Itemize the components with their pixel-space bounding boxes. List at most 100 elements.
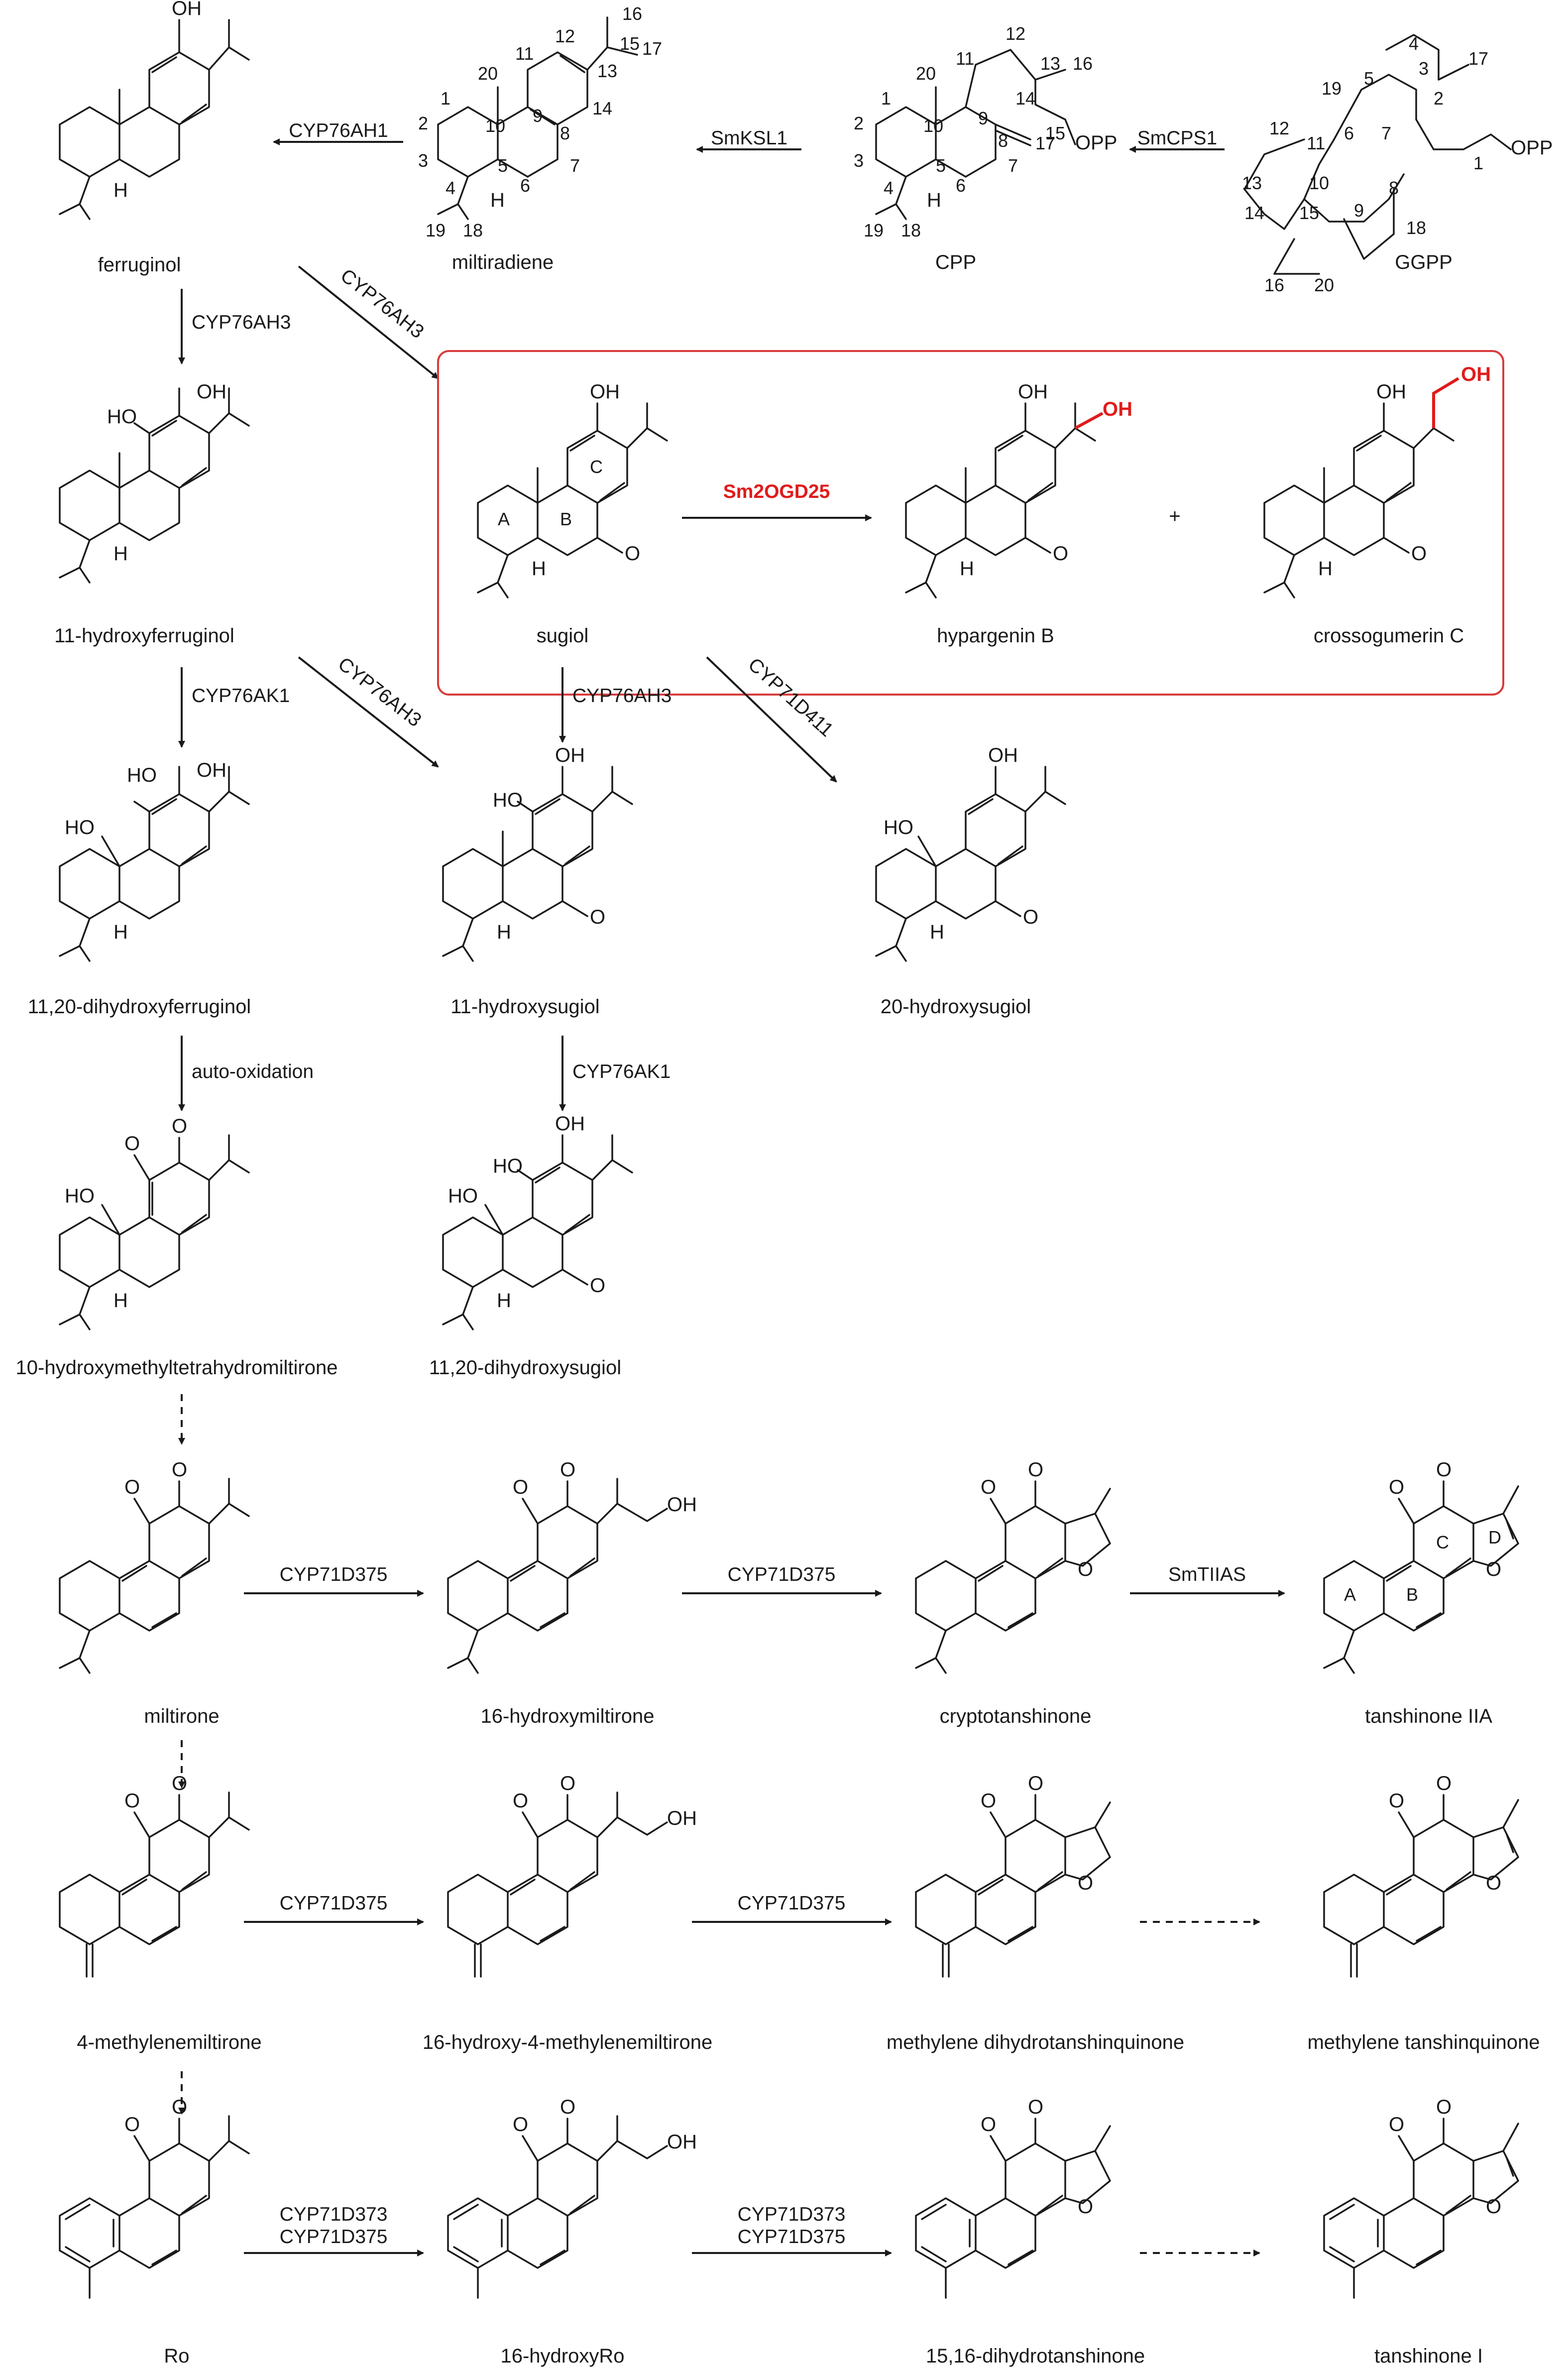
16hm-oh: OH (667, 1494, 697, 1516)
cpp-num-2: 2 (854, 113, 864, 133)
miltiradiene-h: H (490, 189, 505, 211)
11ohs-oh: OH (555, 744, 585, 766)
compound-4-methylenemiltirone: O O 4-methylenemiltirone (59, 1773, 262, 2053)
hypargenin-h: H (960, 558, 974, 580)
11ohf-oh: OH (197, 381, 226, 403)
compound-ggpp: 3 4 5 6 7 8 9 10 11 12 13 14 15 16 20 18… (1242, 33, 1553, 295)
compound-tanshinone-iia: O O O A B C D tanshinone IIA (1323, 1459, 1519, 1727)
1120dhf-h: H (113, 921, 128, 943)
16hm-o1: O (513, 1476, 528, 1498)
ggpp-num-17: 17 (1468, 48, 1488, 69)
ferruginol-oh: OH (172, 0, 202, 19)
16hro-o1: O (513, 2114, 528, 2135)
highlight-box (437, 350, 1504, 696)
milt-num-14: 14 (592, 98, 612, 119)
t2a-ring-a: A (1344, 1584, 1356, 1605)
20ohs-oh: OH (988, 744, 1018, 766)
crossogumerin-c-label: crossogumerin C (1314, 625, 1464, 647)
sugiol-o: O (625, 543, 640, 565)
20-hydroxysugiol-label: 20-hydroxysugiol (881, 996, 1031, 1018)
enzyme-cyp76ah3-b: CYP76AH3 (336, 265, 428, 343)
ggpp-num-19: 19 (1322, 78, 1342, 99)
hmtm-o1: O (124, 1133, 140, 1155)
t1-o3: O (1486, 2196, 1501, 2218)
ro-o1: O (124, 2114, 140, 2135)
enzyme-cyp71d411: CYP71D411 (744, 654, 837, 741)
sugiol-label: sugiol (537, 625, 589, 647)
enzyme-cyp76ah3-c: CYP76AH3 (334, 653, 426, 731)
dht-o3: O (1078, 2196, 1093, 2218)
mdhtq-o2: O (1028, 1773, 1043, 1794)
ggpp-num-16: 16 (1264, 275, 1284, 295)
compound-11-hydroxyferruginol: OH HO H 11-hydroxyferruginol (54, 381, 250, 647)
compound-15-16-dihydrotanshinone: O O O 15,16-dihydrotanshinone (915, 2096, 1145, 2367)
methylene-dihydrotanshinquinone-label: methylene dihydrotanshinquinone (887, 2031, 1184, 2053)
cpp-h: H (927, 189, 941, 211)
milt-num-11: 11 (515, 43, 534, 64)
ggpp-num-12: 12 (1269, 118, 1289, 138)
1120dhf-ho2: HO (65, 817, 95, 838)
cpp-num-15: 15 (1045, 123, 1065, 143)
crossogumerin-oh1: OH (1376, 381, 1406, 403)
11ohf-h: H (113, 543, 128, 565)
enzyme-cyp71d375-a: CYP71D375 (280, 1564, 388, 1585)
16hro-oh: OH (667, 2131, 697, 2153)
crypto-o3: O (1078, 1558, 1093, 1580)
16h4mm-o1: O (513, 1790, 528, 1812)
mtq-o2: O (1436, 1773, 1452, 1794)
cryptotanshinone-label: cryptotanshinone (940, 1705, 1092, 1727)
t2a-ring-d: D (1488, 1527, 1501, 1547)
milt-num-16: 16 (622, 3, 642, 24)
16h4mm-oh: OH (667, 1807, 697, 1829)
cpp-num-18: 18 (901, 220, 921, 240)
milt-num-4: 4 (446, 178, 455, 198)
compound-miltirone: O O miltirone (59, 1459, 250, 1727)
16h4mm-o2: O (560, 1773, 575, 1794)
milt-num-1: 1 (441, 88, 450, 109)
cpp-num-11: 11 (956, 48, 974, 69)
methylene-tanshinquinone-label: methylene tanshinquinone (1307, 2031, 1540, 2053)
milt-num-12: 12 (555, 26, 575, 46)
4mm-o1: O (124, 1790, 140, 1812)
ggpp-num-15: 15 (1299, 203, 1319, 223)
11-20-dihydroxysugiol-label: 11,20-dihydroxysugiol (429, 1357, 621, 1379)
miltirone-o2: O (172, 1459, 187, 1481)
cpp-num-16: 16 (1073, 53, 1093, 74)
compound-16-hydroxymiltirone: O O OH 16-hydroxymiltirone (447, 1459, 697, 1727)
enzyme-cyp71d375-d: CYP71D375 (738, 1893, 846, 1914)
t2a-o2: O (1436, 1459, 1452, 1481)
hypargenin-oh1: OH (1018, 381, 1048, 403)
plus-sign: + (1169, 505, 1180, 527)
enzyme-cyp76ak1-b: CYP76AK1 (572, 1061, 671, 1082)
compound-16-hydroxy-4-methylenemiltirone: O O OH 16-hydroxy-4-methylenemiltirone (423, 1773, 712, 2053)
compound-11-20-dihydroxysugiol: HO OH HO O H 11,20-dihydroxysugiol (429, 1113, 633, 1379)
t1-o2: O (1436, 2096, 1452, 2118)
enzyme-smksl1: SmKSL1 (711, 127, 787, 149)
enzyme-cyp76ah3-d: CYP76AH3 (572, 685, 672, 707)
enzyme-smtiias: SmTIIAS (1168, 1564, 1246, 1585)
compound-20-hydroxysugiol: OH HO O H 20-hydroxysugiol (875, 744, 1066, 1018)
20ohs-ho: HO (884, 817, 913, 838)
cpp-num-1: 1 (881, 88, 891, 109)
16-hydroxy-4-methylenemiltirone-label: 16-hydroxy-4-methylenemiltirone (423, 2031, 712, 2053)
compound-16-hydroxyro: O O OH 16-hydroxyRo (447, 2096, 697, 2367)
crossogumerin-oh2: OH (1461, 363, 1491, 385)
sugiol-oh: OH (590, 381, 620, 403)
16hro-o2: O (560, 2096, 575, 2118)
milt-num-15: 15 (620, 33, 640, 54)
sugiol-ring-c: C (590, 457, 603, 477)
cpp-opp: OPP (1075, 132, 1117, 154)
compound-cpp: OPP H 1 2 3 4 5 6 7 8 9 10 11 12 13 14 1… (854, 23, 1117, 273)
sugiol-ring-a: A (498, 509, 510, 529)
cpp-num-9: 9 (978, 108, 988, 128)
arrow-ferruginol-to-sugiol (298, 265, 439, 379)
compound-miltiradiene: H 1 2 3 4 5 6 7 8 9 10 11 12 13 14 15 16… (418, 3, 662, 273)
milt-num-9: 9 (533, 106, 543, 126)
cpp-label: CPP (935, 251, 976, 273)
ggpp-num-4: 4 (1409, 33, 1419, 54)
ggpp-num-20: 20 (1314, 275, 1334, 295)
ggpp-opp: OPP (1511, 137, 1553, 159)
miltirone-label: miltirone (144, 1705, 219, 1727)
ro-label: Ro (164, 2345, 189, 2367)
hypargenin-b-label: hypargenin B (937, 625, 1054, 647)
